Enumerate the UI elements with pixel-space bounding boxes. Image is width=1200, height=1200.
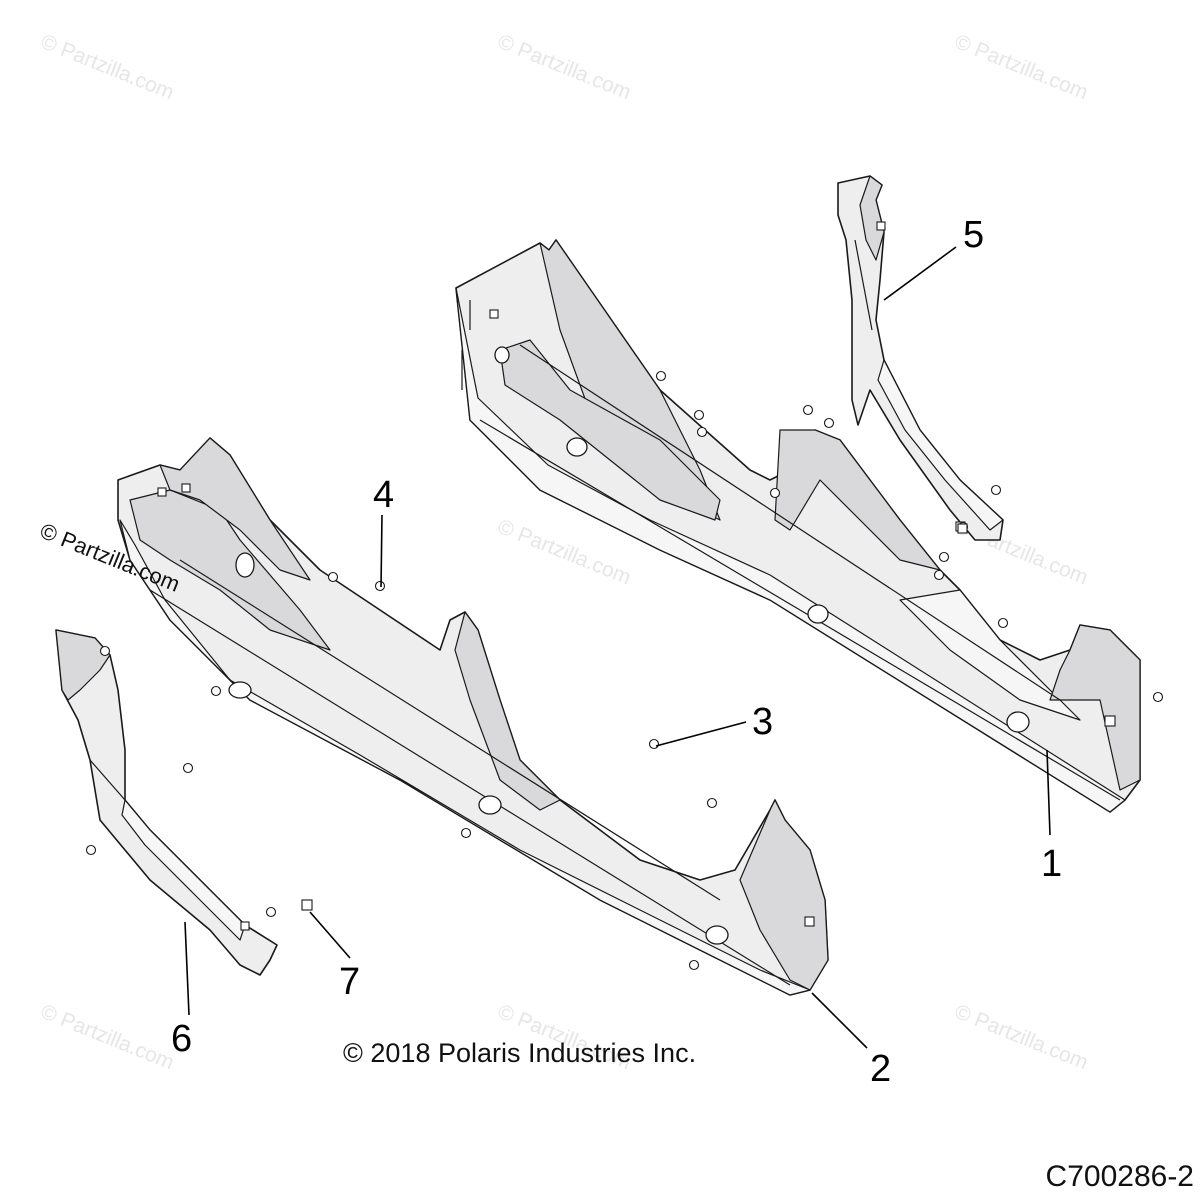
callout-3: 3 <box>752 701 774 743</box>
leader-line-6 <box>184 921 190 1016</box>
copyright-notice: © 2018 Polaris Industries Inc. <box>343 1038 697 1068</box>
leader-line-2 <box>811 992 868 1049</box>
callout-4: 4 <box>373 474 395 516</box>
leader-line-5 <box>883 246 957 301</box>
drawing-id: C700286-2 <box>1045 1160 1194 1193</box>
part-2-rocker-panel-left <box>117 437 829 996</box>
callout-5: 5 <box>963 214 985 256</box>
leader-line-4 <box>380 514 383 588</box>
leader-line-3 <box>655 721 747 747</box>
callout-7: 7 <box>339 961 361 1003</box>
leader-line-7 <box>309 911 351 959</box>
part-6-upright-trim-left <box>55 629 278 976</box>
callout-1: 1 <box>1041 843 1063 885</box>
callout-6: 6 <box>171 1018 193 1060</box>
callout-2: 2 <box>870 1048 892 1090</box>
leader-lines <box>184 246 1051 1049</box>
leader-line-1 <box>1046 749 1051 836</box>
part-1-rocker-panel-right <box>455 239 1141 813</box>
